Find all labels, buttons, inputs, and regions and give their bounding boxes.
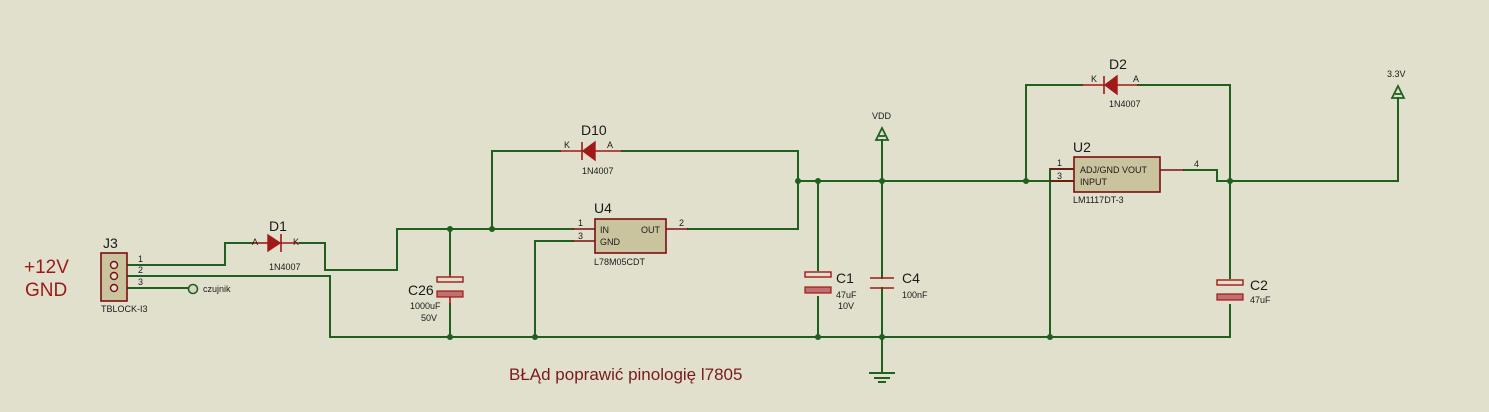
d10-anode-label: A <box>607 140 613 150</box>
d10-ref: D10 <box>581 122 607 138</box>
diode-d10[interactable]: D10 K A 1N4007 <box>560 122 622 176</box>
diode-d2[interactable]: D2 K A 1N4007 <box>1082 56 1141 109</box>
u4-gnd-label: GND <box>600 237 621 247</box>
c2-ref: C2 <box>1250 277 1268 293</box>
u4-in-label: IN <box>600 225 609 235</box>
u4-pin1-number: 1 <box>578 218 583 228</box>
regulator-u4[interactable]: U4 IN GND OUT 1 3 2 L78M05CDT <box>573 200 688 267</box>
diode-d1[interactable]: D1 A K 1N4007 <box>252 218 301 272</box>
j3-value: TBLOCK-I3 <box>101 304 148 314</box>
j3-pin3-number: 3 <box>138 277 143 287</box>
capacitor-c4[interactable]: C4 100nF <box>870 270 928 300</box>
power-label-12v: +12V <box>24 257 69 278</box>
c1-voltage: 10V <box>838 301 854 311</box>
u2-ref: U2 <box>1073 139 1091 155</box>
c2-value: 47uF <box>1250 295 1271 305</box>
connector-j3[interactable]: J3 TBLOCK-I3 1 2 3 <box>100 235 148 314</box>
terminal-czujnik[interactable]: czujnik <box>187 283 232 295</box>
d2-cathode-label: K <box>1091 74 1097 84</box>
czujnik-label: czujnik <box>203 284 231 294</box>
c4-ref: C4 <box>902 270 920 286</box>
capacitor-c26[interactable]: C26 1000uF 50V <box>408 274 464 323</box>
u2-pin3-number: 3 <box>1057 171 1062 181</box>
c26-value: 1000uF <box>410 301 441 311</box>
c26-ref: C26 <box>408 282 434 298</box>
u4-out-label: OUT <box>641 225 661 235</box>
power-label-gnd: GND <box>25 280 67 301</box>
v33-label: 3.3V <box>1387 69 1406 79</box>
j3-pin2-number: 2 <box>138 265 143 275</box>
capacitor-c1[interactable]: C1 47uF 10V <box>804 270 857 311</box>
u2-adj-label: ADJ/GND <box>1080 165 1120 175</box>
u4-pin2-number: 2 <box>679 218 684 228</box>
vdd-label: VDD <box>872 111 892 121</box>
power-terminal-3v3[interactable]: 3.3V <box>1387 69 1406 99</box>
capacitor-c2[interactable]: C2 47uF <box>1216 277 1271 305</box>
d10-value: 1N4007 <box>582 166 614 176</box>
d1-ref: D1 <box>269 218 287 234</box>
power-terminal-vdd[interactable]: VDD <box>872 111 892 141</box>
u4-pin3-number: 3 <box>578 231 583 241</box>
u2-pin4-number: 4 <box>1194 159 1199 169</box>
u2-input-label: INPUT <box>1080 177 1108 187</box>
d10-cathode-label: K <box>564 140 570 150</box>
j3-ref: J3 <box>103 235 118 251</box>
c4-value: 100nF <box>902 290 928 300</box>
error-note: BŁĄd poprawić pinologię l7805 <box>509 365 742 384</box>
u4-part: L78M05CDT <box>594 257 646 267</box>
u2-pin1-number: 1 <box>1057 158 1062 168</box>
d2-anode-label: A <box>1133 74 1139 84</box>
c26-voltage: 50V <box>421 313 437 323</box>
j3-pin1-number: 1 <box>138 254 143 264</box>
d2-value: 1N4007 <box>1109 99 1141 109</box>
u2-part: LM1117DT-3 <box>1073 195 1124 205</box>
c1-value: 47uF <box>836 290 857 300</box>
u4-ref: U4 <box>594 200 612 216</box>
d1-anode-label: A <box>252 237 258 247</box>
wires <box>127 84 1399 373</box>
u2-vout-label: VOUT <box>1122 165 1148 175</box>
d2-ref: D2 <box>1109 56 1127 72</box>
d1-cathode-label: K <box>293 237 299 247</box>
d1-value: 1N4007 <box>269 262 301 272</box>
ground-symbol <box>869 372 895 383</box>
c1-ref: C1 <box>836 270 854 286</box>
regulator-u2[interactable]: U2 ADJ/GND INPUT VOUT 1 3 4 LM1117DT-3 <box>1050 139 1199 205</box>
junctions <box>447 178 1233 340</box>
